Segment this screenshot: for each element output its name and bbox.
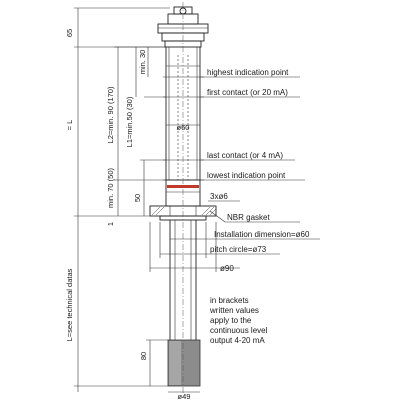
- dim-50: 50: [133, 194, 142, 202]
- callout-lowest: lowest indication point: [207, 171, 286, 180]
- note-line: in brackets: [210, 296, 249, 305]
- dim-top-height: 65: [65, 29, 74, 37]
- note-line: output 4-20 mA: [210, 336, 265, 345]
- note-line: continuous level: [210, 326, 268, 335]
- dimension-lines: [74, 7, 217, 393]
- note-line: written values: [209, 306, 259, 315]
- callout-holes: 3xø6: [210, 192, 228, 201]
- leader-lines: [196, 76, 320, 269]
- dim-total-length: = L: [65, 120, 74, 131]
- callout-first-contact: first contact (or 20 mA): [207, 88, 288, 97]
- callout-installation: Installation dimension=ø60: [214, 230, 310, 239]
- dim-diam60: ø60: [177, 123, 190, 132]
- callout-last-contact: last contact (or 4 mA): [207, 151, 283, 160]
- dim-l1: L1=min.50 (30): [125, 96, 134, 147]
- callout-gasket: NBR gasket: [227, 213, 270, 222]
- dim-float-height: 80: [139, 352, 148, 360]
- callout-highest: highest indication point: [207, 68, 289, 77]
- dim-l2: L2=min. 90 (170): [106, 86, 115, 143]
- dim-diam49: ø49: [178, 392, 191, 400]
- note-line: apply to the: [210, 316, 252, 325]
- callout-flange-diam: ø90: [220, 264, 234, 273]
- note-block: in brackets written values apply to the …: [209, 296, 268, 345]
- float-cylinder: [167, 339, 201, 387]
- dim-min30: min. 30: [138, 50, 147, 75]
- dim-min70: min. 70 (50): [106, 167, 115, 208]
- dim-bottom-length: L=see technical datas: [65, 268, 74, 341]
- dim-1: 1: [106, 222, 115, 226]
- upper-housing: [165, 47, 201, 180]
- callout-pitch: pitch circle=ø73: [210, 245, 267, 254]
